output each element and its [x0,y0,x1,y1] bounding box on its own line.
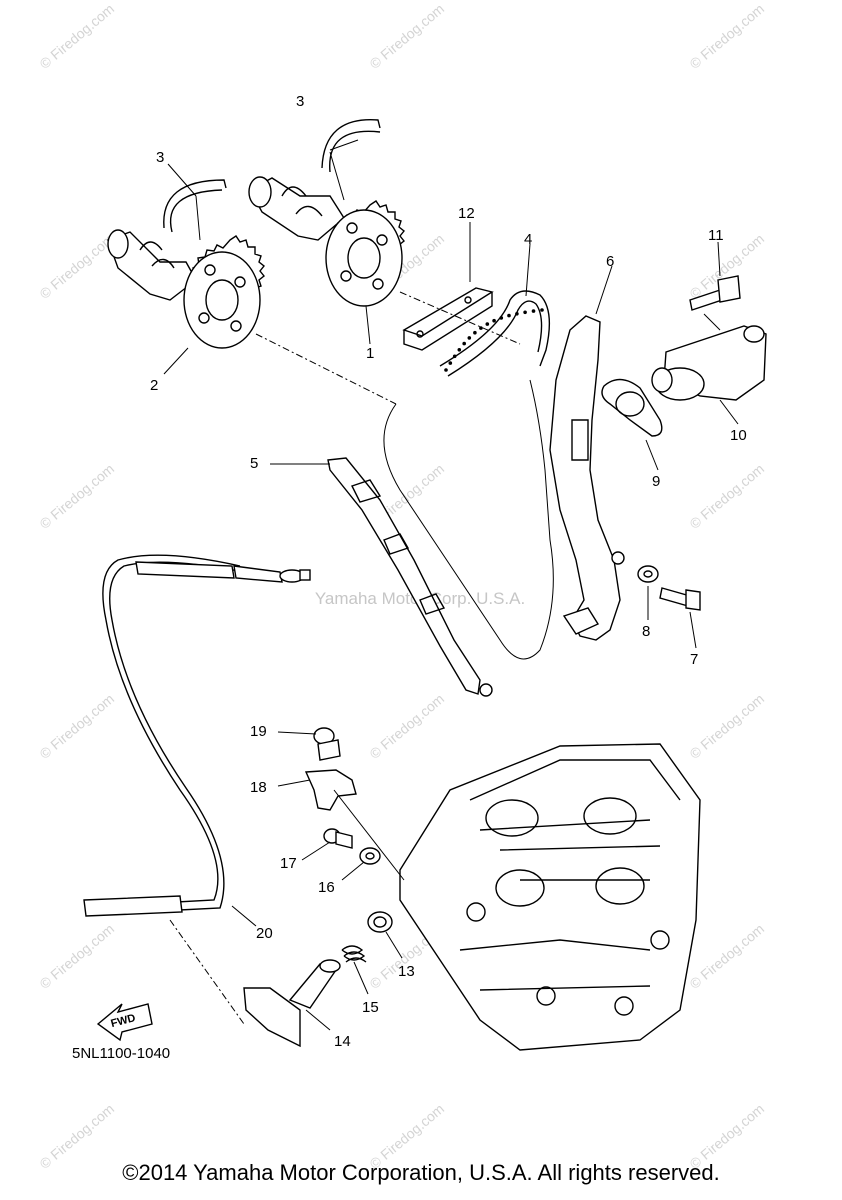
timing-chain[interactable] [439,290,551,377]
leader-lines [163,139,739,1031]
chain-link [462,341,467,346]
chain-link [507,313,511,318]
chain-loop-outline [383,379,554,660]
part-label-14: 14 [334,1033,351,1050]
fwd-arrow-icon: FWD [96,1003,153,1042]
firedog-watermark: © Firedog.com [366,690,447,761]
cable-bracket[interactable] [304,769,357,811]
tensioner-gasket[interactable] [601,378,663,437]
chain-link [492,318,496,323]
part-label-7: 7 [690,651,698,668]
chain-link [457,348,462,352]
firedog-watermark: © Firedog.com [36,0,117,71]
chain-link [444,368,448,372]
part-label-8: 8 [642,623,650,640]
firedog-watermark: © Firedog.com [686,460,767,531]
diagram-code: 5NL1100-1040 [72,1045,170,1062]
part-label-13: 13 [398,963,415,980]
assembly-line-2 [333,789,405,881]
firedog-watermark: © Firedog.com [366,0,447,71]
decompression-shaft[interactable] [243,959,341,1048]
intake-camshaft[interactable] [248,176,405,307]
part-label-12: 12 [458,205,475,222]
part-label-17: 17 [280,855,297,872]
exhaust-camshaft[interactable] [107,229,265,349]
chain-links [444,308,544,372]
firedog-watermark: © Firedog.com [686,0,767,71]
washer-16[interactable] [359,847,381,865]
firedog-watermark: © Firedog.com [686,690,767,761]
chain-guide-stopper[interactable] [402,287,494,351]
sprocket-centerline [399,291,521,345]
part-label-19: 19 [250,723,267,740]
chain-tensioner[interactable] [651,325,767,401]
torsion-spring[interactable] [341,945,367,963]
cam-centerline [255,333,397,405]
cylinder-head [399,743,701,1051]
oil-seal[interactable] [367,911,393,933]
cam-clip-left[interactable] [163,179,227,233]
chain-link [499,316,504,320]
firedog-watermark: © Firedog.com [36,230,117,301]
bolt-17[interactable] [323,828,353,849]
chain-guide-intake[interactable] [327,457,481,695]
part-label-11: 11 [708,227,724,244]
tensioner-bolt-leader [703,313,721,331]
copyright-notice: ©2014 Yamaha Motor Corporation, U.S.A. A… [122,1160,720,1185]
part-label-16: 16 [318,879,335,896]
chain-link [452,354,457,359]
part-label-9: 9 [652,473,660,490]
chain-link [540,308,544,312]
part-label-15: 15 [362,999,379,1016]
part-label-1: 1 [366,345,374,362]
chain-link [479,326,483,330]
chain-link [531,309,536,313]
guide-bolt[interactable] [659,587,701,611]
tensioner-bolt[interactable] [689,275,741,311]
washer[interactable] [637,565,659,583]
chain-link [467,336,472,340]
chain-link [523,310,527,315]
part-label-2: 2 [150,377,158,394]
part-label-20: 20 [256,925,273,942]
part-label-18: 18 [250,779,267,796]
chain-tensioner-guide[interactable] [549,315,621,641]
part-label-5: 5 [250,455,258,472]
exhaust-cam-sprocket [183,235,265,349]
part-label-3b: 3 [296,93,304,110]
cam-clip-right[interactable] [321,119,381,173]
intake-cam-sprocket [325,200,405,307]
part-label-3a: 3 [156,149,164,166]
chain-link [473,330,477,335]
part-label-10: 10 [730,427,747,444]
firedog-watermark: © Firedog.com [36,920,117,991]
bolt-19[interactable] [313,727,341,761]
firedog-watermark: © Firedog.com [36,690,117,761]
part-label-6: 6 [606,253,614,270]
firedog-watermark: © Firedog.com [36,460,117,531]
part-labels: 1 2 3 3 4 5 6 7 8 9 10 11 12 13 14 15 16… [150,93,747,1050]
part-label-4: 4 [524,231,532,248]
firedog-watermark: © Firedog.com [686,920,767,991]
chain-link [485,322,490,326]
chain-link [515,312,519,316]
chain-link [448,361,453,365]
assembly-line [169,919,245,1025]
decompression-cable[interactable] [102,554,241,905]
